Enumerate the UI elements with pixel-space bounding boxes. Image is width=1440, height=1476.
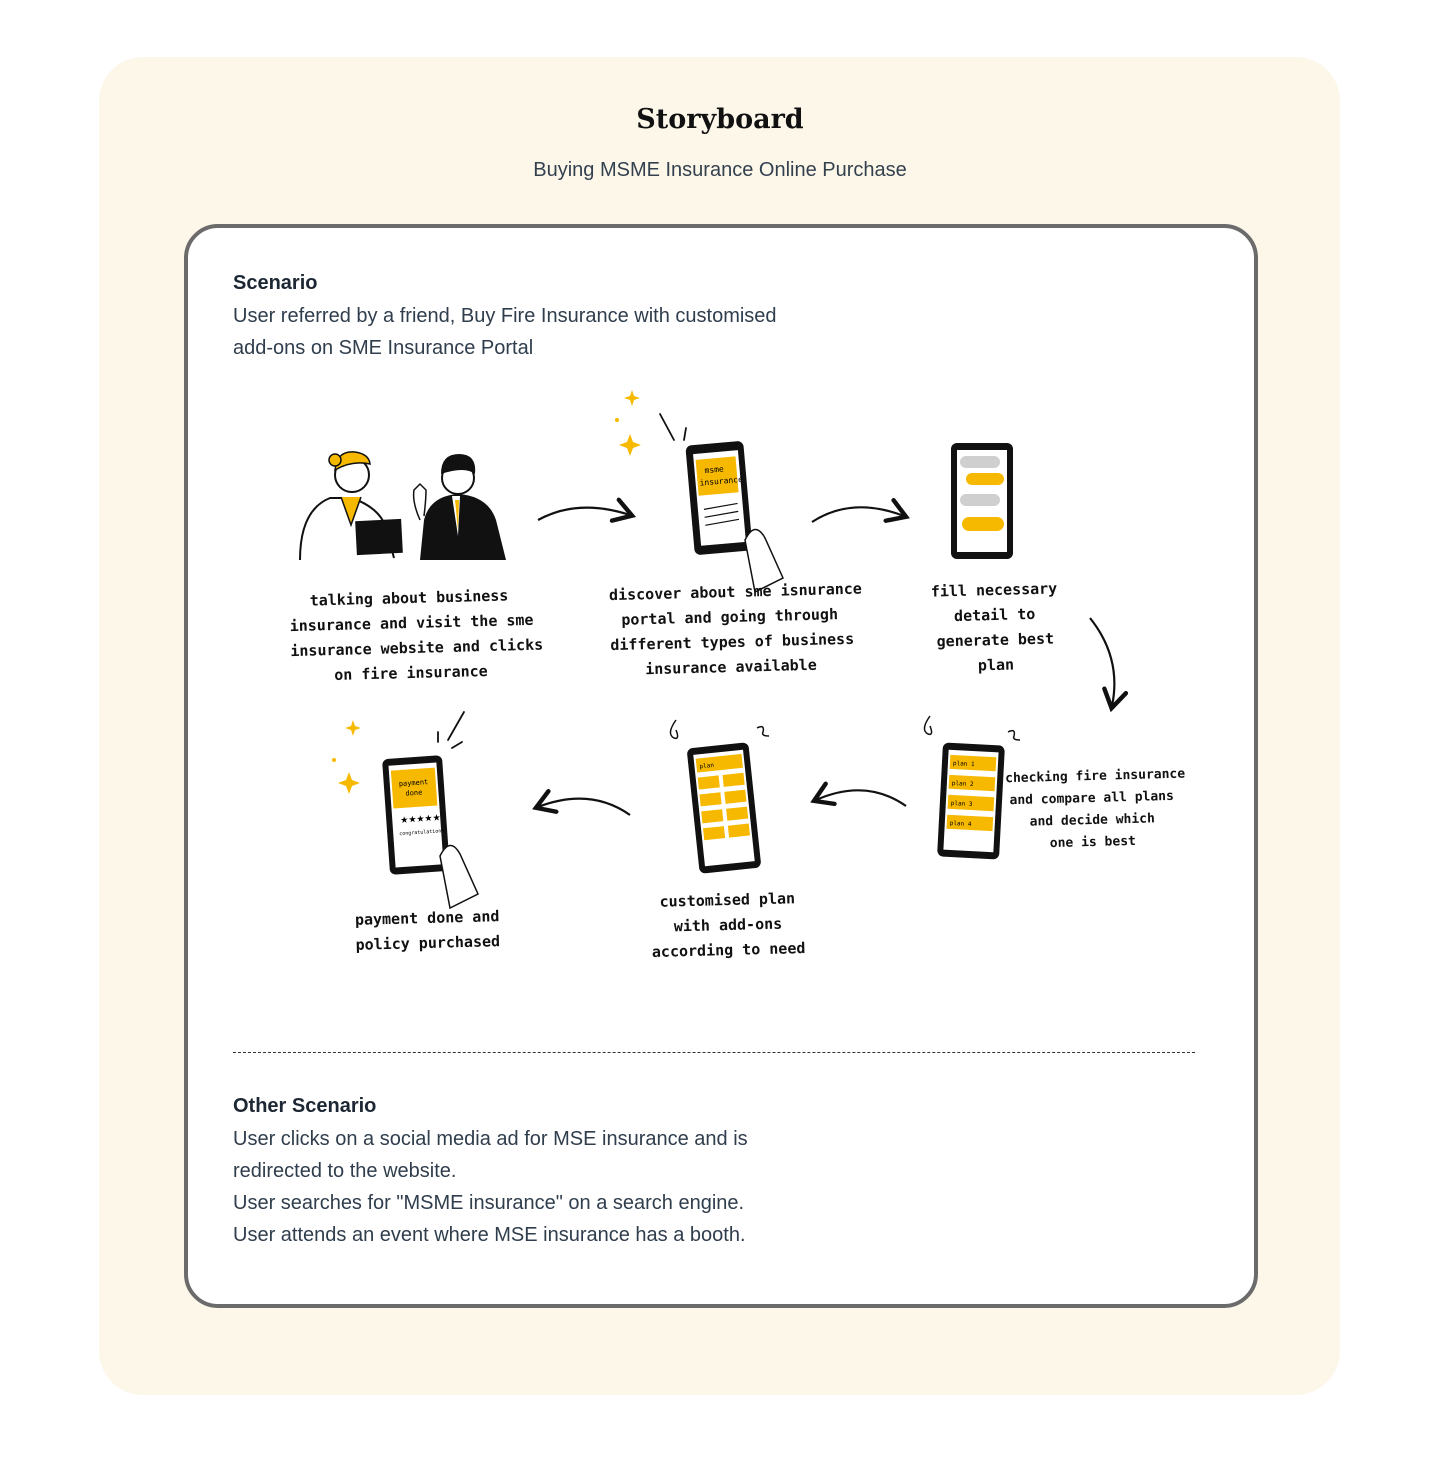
other-scenario-list: User clicks on a social media ad for MSE… xyxy=(233,1123,853,1251)
other-scenario-line: User attends an event where MSE insuranc… xyxy=(233,1219,853,1251)
step-6-caption: payment done and policy purchased xyxy=(344,904,510,958)
caption-line: according to need xyxy=(638,936,819,966)
step-5-caption: customised plan with add-ons according t… xyxy=(637,886,819,966)
caption-line: generate best xyxy=(925,626,1066,655)
scenario-description: User referred by a friend, Buy Fire Insu… xyxy=(233,300,853,364)
caption-line: plan xyxy=(926,651,1067,680)
caption-line: fill necessary xyxy=(924,576,1065,605)
scenario-line: User referred by a friend, Buy Fire Insu… xyxy=(233,300,853,332)
step-1-caption: talking about business insurance and vis… xyxy=(289,583,532,689)
caption-line: one is best xyxy=(1007,830,1180,856)
scenario-heading: Scenario xyxy=(233,272,317,295)
step-2-caption: discover about sme isnurance portal and … xyxy=(609,577,852,683)
caption-line: policy purchased xyxy=(345,929,511,958)
other-scenario-line: User clicks on a social media ad for MSE… xyxy=(233,1123,853,1155)
other-scenario-heading: Other Scenario xyxy=(233,1095,376,1118)
caption-line: and decide which xyxy=(1006,808,1179,834)
step-4-caption: checking fire insurance and compare all … xyxy=(1005,764,1179,856)
page-title: Storyboard xyxy=(0,104,1440,135)
other-scenario-line: redirected to the website. xyxy=(233,1155,853,1187)
caption-line: detail to xyxy=(924,601,1065,630)
other-scenario-line: User searches for "MSME insurance" on a … xyxy=(233,1187,853,1219)
scenario-line: add-ons on SME Insurance Portal xyxy=(233,332,853,364)
caption-line: customised plan xyxy=(637,886,818,916)
page-subtitle: Buying MSME Insurance Online Purchase xyxy=(0,159,1440,182)
step-3-caption: fill necessary detail to generate best p… xyxy=(924,576,1067,680)
section-divider xyxy=(233,1052,1195,1053)
